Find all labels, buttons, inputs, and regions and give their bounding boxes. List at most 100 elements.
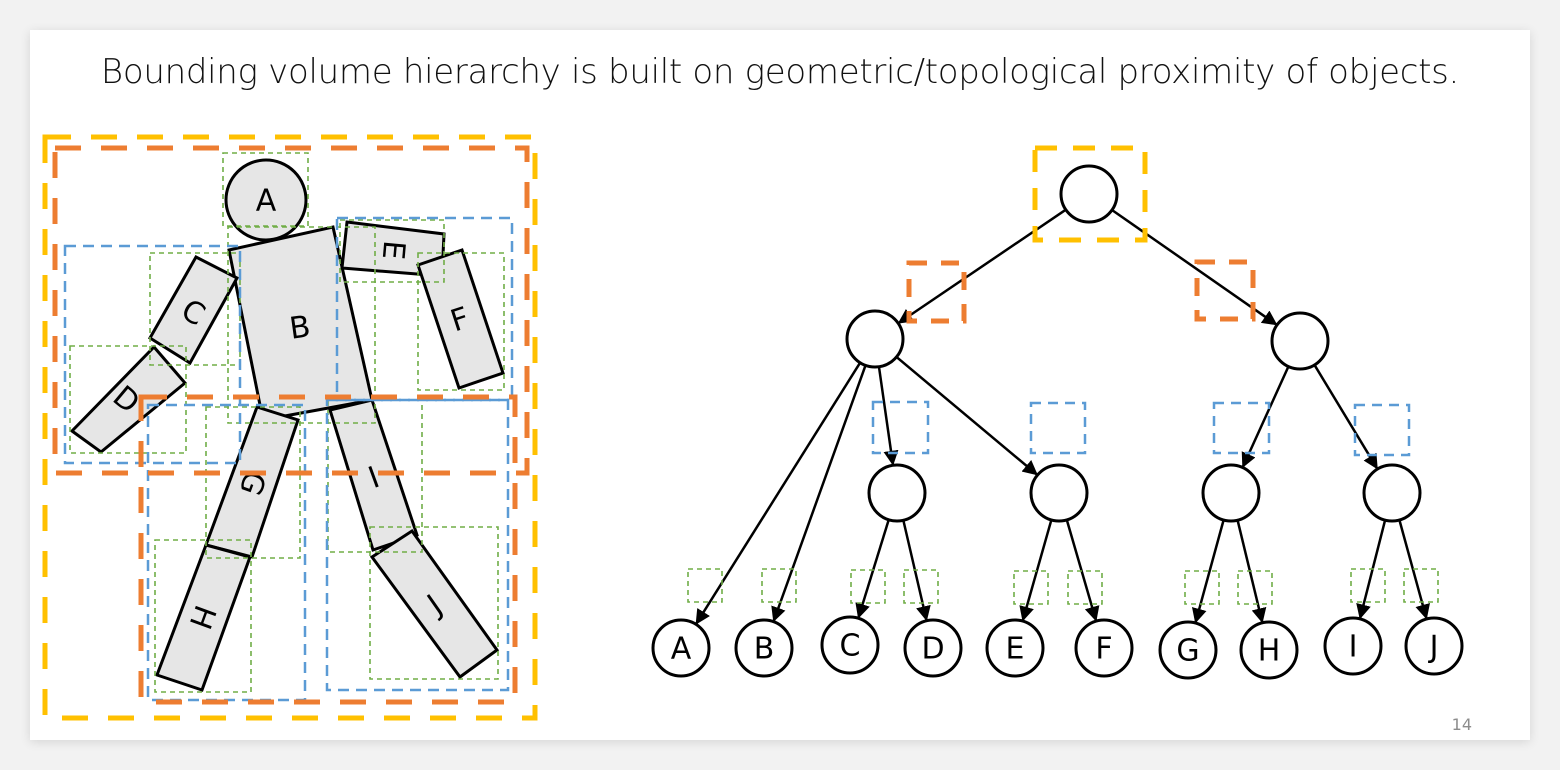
tree-node-c: C: [820, 615, 880, 675]
tree-node-n3: [867, 463, 927, 523]
tree-node-circle: [903, 618, 963, 678]
tree-node-n4: [1029, 463, 1089, 523]
tree-node-circle: [1029, 463, 1089, 523]
tree-edge-n1-n3: [877, 366, 899, 466]
tree-node-circle: [1270, 311, 1330, 371]
tree-node-f: F: [1074, 618, 1134, 678]
leaf-bbox-a: [222, 152, 309, 227]
tree-bbox-n3: [871, 400, 930, 455]
tree-bbox-n1: [906, 260, 967, 324]
tree-node-circle: [1323, 616, 1383, 676]
tree-node-circle: [1158, 620, 1218, 680]
tree-node-circle: [1362, 463, 1422, 523]
level1-bbox-upper: [52, 145, 530, 476]
tree-leaf-bbox-i: [1350, 568, 1386, 603]
body-part-c: C: [147, 255, 240, 366]
tree-node-circle: [845, 309, 905, 369]
tree-node-circle: [985, 618, 1045, 678]
leaf-bbox-b: [227, 226, 376, 424]
tree-bbox-n4: [1029, 401, 1087, 455]
body-part-shape: [416, 248, 505, 390]
leaf-bbox-j: [369, 526, 499, 680]
leaf-bbox-f: [417, 252, 505, 391]
tree-node-circle: [1239, 620, 1299, 680]
tree-node-g: G: [1158, 620, 1218, 680]
leaf-bbox-g: [205, 406, 301, 559]
tree-node-circle: [1074, 618, 1134, 678]
body-part-f: F: [416, 248, 505, 390]
level2-bbox-cd: [63, 244, 242, 465]
tree-node-i: I: [1323, 616, 1383, 676]
tree-leaf-bbox-j: [1403, 568, 1439, 603]
body-part-a: A: [224, 158, 308, 242]
level2-bbox-ef: [335, 216, 514, 402]
tree-node-label: G: [1176, 634, 1199, 669]
tree-node-j: J: [1404, 616, 1464, 676]
tree-node-label: J: [1428, 630, 1439, 665]
tree-node-circle: [734, 618, 794, 678]
tree-node-n5: [1201, 463, 1261, 523]
body-part-label: A: [256, 184, 277, 219]
tree-edge-n1-B: [771, 364, 867, 623]
body-part-shape: [204, 405, 300, 559]
level2-bbox-ij: [325, 398, 510, 692]
tree-node-d: D: [903, 618, 963, 678]
tree-edge-root-n1: [897, 208, 1067, 324]
tree-node-label: B: [754, 632, 775, 667]
tree-node-label: H: [1258, 634, 1281, 669]
body-part-d: D: [69, 344, 188, 454]
tree-node-e: E: [985, 618, 1045, 678]
tree-edge-n3-C: [855, 519, 890, 619]
body-part-shape: [155, 543, 252, 692]
tree-bounding-boxes: [687, 145, 1439, 605]
tree-edge-n1-n4: [895, 356, 1038, 476]
tree-edges: [695, 208, 1430, 625]
tree-edge-root-n2: [1111, 208, 1278, 326]
tree-node-n6: [1362, 463, 1422, 523]
figure-bounding-boxes: [42, 134, 538, 721]
tree-edge-n5-G: [1191, 519, 1225, 624]
tree-node-circle: [1404, 616, 1464, 676]
tree-node-label: F: [1095, 632, 1112, 667]
tree-edge-n4-E: [1019, 519, 1053, 622]
tree-leaf-bbox-a: [687, 568, 723, 603]
tree-node-label: D: [921, 632, 944, 667]
tree-edge-n4-F: [1065, 519, 1100, 622]
body-part-label: E: [375, 239, 412, 261]
body-part-shape: [147, 255, 240, 366]
body-part-h: H: [155, 543, 252, 692]
tree-bbox-root: [1032, 145, 1148, 243]
level0-bbox-root: [42, 134, 538, 721]
body-part-j: J: [369, 528, 500, 680]
tree-leaf-bbox-d: [903, 569, 939, 604]
tree-node-label: E: [1006, 632, 1025, 667]
tree-node-circle: [651, 618, 711, 678]
tree-node-circle: [1059, 164, 1119, 224]
tree-leaf-bbox-c: [850, 569, 886, 604]
tree-node-label: C: [840, 629, 861, 664]
body-part-shape: [69, 344, 188, 454]
tree-bbox-n2: [1194, 259, 1256, 322]
body-part-i: I: [328, 398, 419, 552]
page-number: 14: [1451, 715, 1472, 734]
tree-leaf-bbox-e: [1013, 570, 1049, 605]
leaf-bbox-h: [154, 539, 252, 693]
tree-node-root: [1059, 164, 1119, 224]
level1-bbox-lower: [138, 394, 518, 705]
head-circle: [224, 158, 308, 242]
tree-node-circle: [820, 615, 880, 675]
body-part-shape: [328, 398, 419, 552]
leaf-bbox-e: [339, 219, 445, 283]
tree-bbox-n6: [1353, 403, 1411, 457]
tree-node-circle: [1201, 463, 1261, 523]
tree-node-label: A: [671, 632, 692, 667]
slide-title: Bounding volume hierarchy is built on ge…: [100, 52, 1460, 92]
tree-edge-n1-A: [695, 362, 862, 625]
body-part-g: G: [204, 405, 300, 559]
tree-node-b: B: [734, 618, 794, 678]
tree-leaf-bbox-g: [1184, 570, 1220, 605]
tree-leaf-bbox-h: [1237, 570, 1273, 605]
tree-node-label: I: [1349, 630, 1358, 665]
